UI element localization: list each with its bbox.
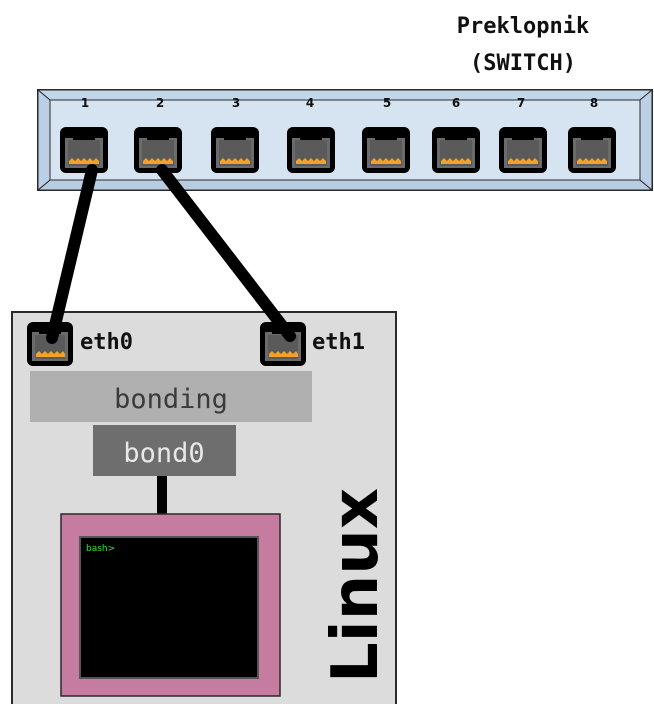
terminal-prompt: bash>: [86, 544, 115, 554]
nic-eth1-label: eth1: [312, 330, 365, 355]
switch-port-3[interactable]: [211, 127, 259, 173]
terminal-screen[interactable]: [79, 536, 259, 679]
port-label-1: 1: [81, 96, 89, 110]
bond-to-terminal-link: [157, 476, 167, 516]
nic-eth0-label: eth0: [80, 330, 133, 355]
cable-port1-eth0: [46, 164, 98, 344]
bond0-label: bond0: [123, 438, 204, 469]
bond0-interface: [93, 425, 236, 476]
switch-port-6[interactable]: [432, 127, 480, 173]
switch-title-line1: Preklopnik: [457, 14, 589, 39]
switch-port-5[interactable]: [362, 127, 410, 173]
linux-label: Linux: [319, 488, 393, 683]
port-label-6: 6: [452, 96, 460, 110]
port-label-5: 5: [383, 96, 391, 110]
switch-title-line2: (SWITCH): [470, 51, 576, 76]
switch-device: 1 2 3 4 5 6 7 8: [36, 88, 654, 192]
port-label-3: 3: [232, 96, 240, 110]
port-label-2: 2: [156, 96, 164, 110]
port-label-7: 7: [517, 96, 525, 110]
switch-port-1[interactable]: [60, 127, 108, 173]
switch-port-4[interactable]: [287, 127, 335, 173]
switch-port-8[interactable]: [568, 127, 616, 173]
switch-port-7[interactable]: [499, 127, 547, 173]
cable-port2-eth1: [156, 164, 296, 342]
port-label-8: 8: [590, 96, 598, 110]
port-label-4: 4: [306, 96, 314, 110]
bonding-layer: [30, 371, 312, 422]
bonding-label: bonding: [114, 384, 228, 415]
